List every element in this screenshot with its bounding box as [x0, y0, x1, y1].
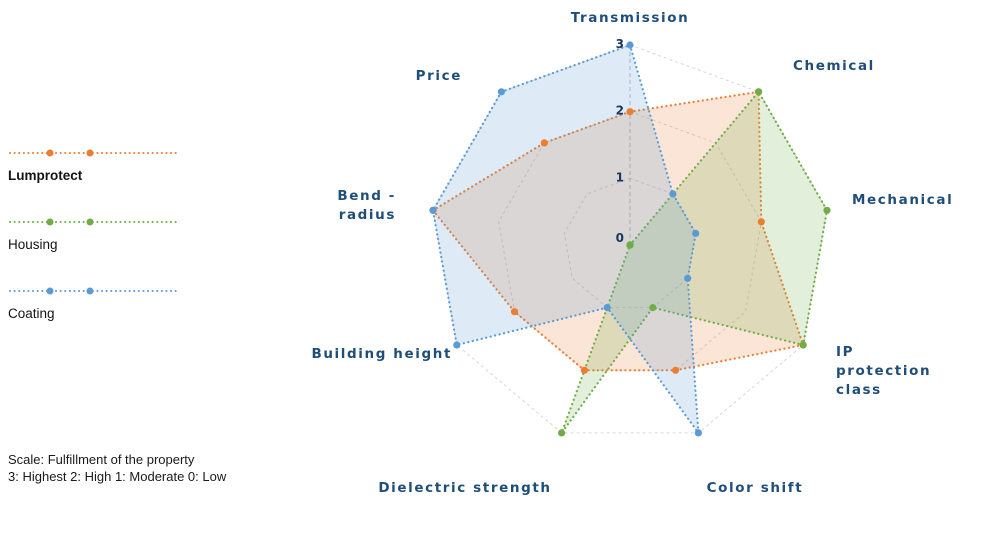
data-point-housing-dielectric-strength — [558, 429, 566, 437]
legend-marker-coating-2 — [86, 287, 94, 295]
legend-marker-coating-1 — [46, 287, 54, 295]
data-point-coating-chemical — [669, 190, 677, 198]
legend-label-coating: Coating — [8, 306, 55, 321]
axis-label-color-shift: Color shift — [707, 480, 804, 496]
legend-item-lumprotect: Lumprotect — [8, 146, 198, 183]
data-point-lumprotect-building-height — [510, 308, 519, 316]
data-point-coating-dielectric-strength — [603, 304, 611, 312]
axis-label-price: Price — [416, 68, 462, 84]
data-point-coating-color-shift — [694, 429, 703, 437]
series-polygon-lumprotect — [431, 90, 805, 372]
axis-label-ip-protection-class-line-3: class — [836, 382, 882, 398]
data-point-lumprotect-transmission — [626, 108, 634, 116]
tick-label-1: 1 — [616, 170, 624, 184]
data-point-housing-ip-protection-class — [799, 341, 807, 349]
axis-label-bend-radius-line-2: radius — [339, 207, 396, 223]
data-point-lumprotect-dielectric-strength — [580, 366, 589, 374]
legend-marker-housing-1 — [46, 218, 54, 226]
data-point-lumprotect-price — [540, 139, 548, 147]
tick-label-3: 3 — [616, 37, 624, 51]
axis-label-building-height: Building height — [311, 346, 452, 362]
legend-item-coating: Coating — [8, 284, 198, 321]
data-point-coating-bend-radius — [429, 206, 437, 214]
data-point-coating-transmission — [626, 41, 634, 49]
scale-note-line2: 3: Highest 2: High 1: Moderate 0: Low — [8, 469, 227, 484]
tick-label-0: 0 — [616, 231, 624, 245]
data-point-coating-ip-protection-class — [684, 274, 692, 282]
tick-label-2: 2 — [616, 104, 624, 118]
data-point-housing-color-shift — [649, 304, 657, 312]
axis-label-dielectric-strength: Dielectric strength — [378, 480, 551, 496]
legend-swatch-coating — [9, 287, 179, 295]
legend-marker-lumprotect-1 — [46, 149, 54, 157]
data-point-lumprotect-color-shift — [672, 366, 680, 374]
data-point-coating-mechanical — [692, 229, 700, 237]
axis-label-bend-radius-line-1: Bend - — [337, 188, 396, 204]
legend-item-housing: Housing — [8, 215, 198, 252]
legend-marker-housing-2 — [86, 218, 94, 226]
data-point-housing-mechanical — [823, 206, 831, 214]
axis-label-transmission: Transmission — [571, 10, 690, 26]
axis-label-ip-protection-class-line-1: IP — [836, 344, 854, 360]
axis-label-chemical: Chemical — [793, 58, 875, 74]
data-point-coating-building-height — [453, 341, 461, 349]
series-polygon-coating — [431, 43, 700, 434]
legend-label-lumprotect: Lumprotect — [8, 168, 83, 183]
data-point-lumprotect-mechanical — [757, 218, 765, 226]
data-point-housing-price — [626, 241, 634, 249]
legend-swatch-lumprotect — [9, 149, 179, 157]
data-point-housing-chemical — [755, 88, 763, 96]
scale-note-line1: Scale: Fulfillment of the property — [8, 452, 195, 467]
legend-label-housing: Housing — [8, 237, 58, 252]
scale-note: Scale: Fulfillment of the property 3: Hi… — [8, 451, 226, 485]
legend-marker-lumprotect-2 — [86, 149, 94, 157]
grid-ring-1 — [563, 177, 697, 309]
axis-label-mechanical: Mechanical — [852, 192, 953, 208]
axis-label-ip-protection-class-line-2: protection — [836, 363, 931, 379]
data-point-coating-price — [497, 88, 505, 96]
legend-swatch-housing — [9, 218, 179, 226]
